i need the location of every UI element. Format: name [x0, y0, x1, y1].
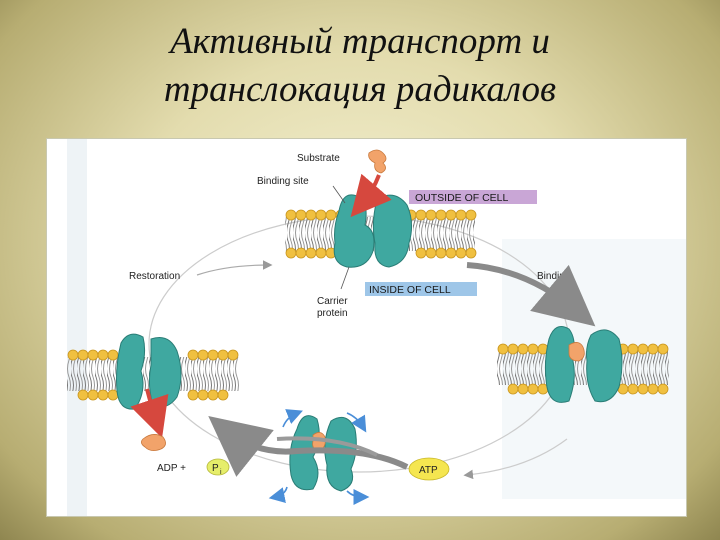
- restoration-label: Restoration: [129, 271, 180, 282]
- carrier-protein-right: [544, 326, 623, 403]
- conformation-arrow-3: [268, 486, 288, 503]
- diagram-svg: Substrate Binding site OUTSIDE OF CELL I…: [67, 139, 686, 516]
- title-line-2: транслокация радикалов: [163, 69, 557, 110]
- inside-of-cell-box: [365, 282, 477, 296]
- outside-of-cell-label: OUTSIDE OF CELL: [415, 192, 509, 204]
- pi-label: P: [212, 463, 219, 474]
- substrate-release-arrow: [130, 388, 169, 439]
- substrate-shape-top: [368, 149, 387, 174]
- return-arrow: [463, 438, 568, 480]
- pi-bubble: [206, 458, 230, 476]
- inside-of-cell-label: INSIDE OF CELL: [369, 284, 451, 296]
- carrier-protein-left: [116, 333, 182, 410]
- binding-site-label: Binding site: [257, 176, 309, 187]
- substrate-arrow-top: [350, 173, 392, 218]
- binding-label: Binding: [537, 271, 570, 282]
- binding-site-pointer: [332, 185, 346, 204]
- atp-cycle-arrow-2: [276, 436, 378, 457]
- atp-label: ATP: [419, 465, 438, 476]
- atp-bubble: [408, 457, 450, 481]
- outside-of-cell-box: [409, 190, 537, 204]
- margin-strip: [67, 139, 87, 516]
- carrier-protein-label-1: Carrier: [317, 296, 348, 307]
- carrier-pointer: [340, 266, 350, 290]
- carrier-protein-label-2: protein: [317, 308, 348, 319]
- atp-cycle-arrow: [208, 416, 409, 477]
- conformation-arrow-1: [282, 409, 303, 428]
- title-line-1: Активный транспорт и: [170, 21, 550, 62]
- slide-title: Активный транспорт и транслокация радика…: [0, 18, 720, 114]
- substrate-shape-right: [568, 342, 585, 362]
- pi-subscript: i: [220, 469, 222, 476]
- substrate-label: Substrate: [297, 153, 340, 164]
- adp-label: ADP +: [157, 463, 186, 474]
- conformation-arrow-4: [346, 488, 370, 505]
- conformation-arrow-2: [346, 412, 367, 433]
- transport-diagram: Substrate Binding site OUTSIDE OF CELL I…: [46, 138, 687, 517]
- binding-arrow: [466, 262, 596, 327]
- restoration-arrow: [196, 260, 273, 276]
- substrate-shape-released: [141, 434, 166, 451]
